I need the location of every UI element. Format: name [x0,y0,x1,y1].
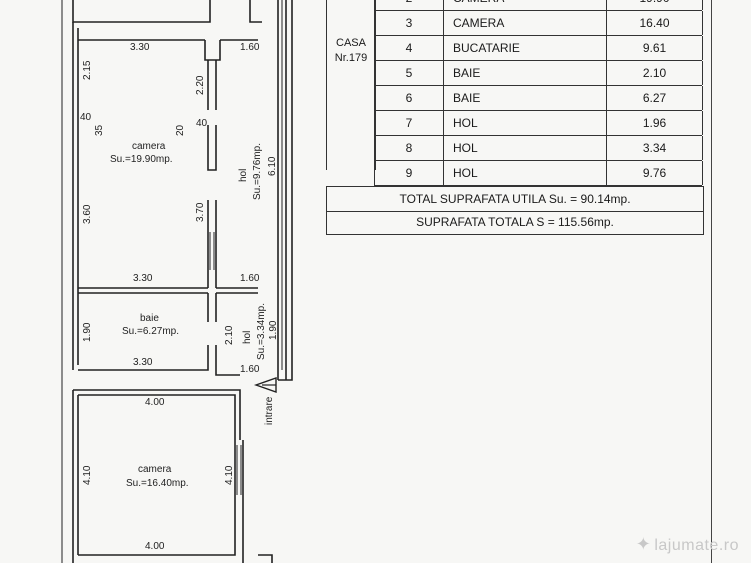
door-upper [207,60,217,110]
table-row: 4 BUCATARIE 9.61 [374,36,703,61]
wall-baie-bottom [78,345,240,376]
dim-1-90-baie: 1.90 [82,322,93,342]
dim-3-30-bottom: 3.30 [133,357,153,368]
window-camera2-glass [236,445,242,495]
row-number: 7 [374,111,444,135]
wall-hallway-right [277,0,287,380]
dim-3-30-top: 3.30 [130,42,150,53]
row-room-name: HOL [443,136,607,160]
total-area: SUPRAFATA TOTALA S = 115.56mp. [326,210,704,235]
dim-40-right: 40 [196,118,208,129]
row-number: 2 [374,0,444,10]
dim-1-60-bottom: 1.60 [240,364,260,375]
row-room-area: 16.40 [607,11,703,35]
row-room-name: CAMERA [443,0,607,10]
row-room-area: 9.61 [607,36,703,60]
row-room-name: CAMERA [443,11,607,35]
dim-2-15: 2.15 [82,60,93,80]
wall-camera-right [207,200,217,288]
dim-3-30-mid: 3.30 [133,273,153,284]
casa-number: Nr.179 [334,52,368,64]
row-number: 4 [374,36,444,60]
casa-cell: CASA Nr.179 [326,0,376,170]
table-row: 9 HOL 9.76 [374,161,703,186]
dim-20: 20 [175,124,186,136]
table-row: 7 HOL 1.96 [374,111,703,136]
wall-stub [204,40,221,61]
row-room-name: BAIE [443,86,607,110]
row-number: 9 [374,161,444,185]
row-number: 8 [374,136,444,160]
room-label-camera-2: camera [138,464,172,475]
room-label-camera-1: camera [132,141,166,152]
row-room-area: 9.76 [607,161,703,185]
dim-3-60: 3.60 [82,204,93,224]
row-room-name: HOL [443,111,607,135]
row-room-area: 2.10 [607,61,703,85]
row-number: 3 [374,11,444,35]
row-room-area: 6.27 [607,86,703,110]
wall-baie-right [207,293,217,322]
room-label-baie: baie [140,313,159,324]
dim-40-left: 40 [80,112,92,123]
table-row: 8 HOL 3.34 [374,136,703,161]
window-camera2 [234,440,244,500]
dim-2-20: 2.20 [195,75,206,95]
entrance-arrow-icon [253,377,277,393]
dim-4-00-bottom: 4.00 [145,541,165,552]
room-area-hol-2: Su.=3.34mp. [256,303,267,360]
dim-1-60-mid: 1.60 [240,273,260,284]
dim-4-10-left: 4.10 [82,465,93,485]
wall-camera2-frame [72,389,241,563]
total-useful-area: TOTAL SUPRAFATA UTILA Su. = 90.14mp. [326,186,704,212]
entrance-label: intrare [264,396,275,425]
room-area-baie: Su.=6.27mp. [122,326,179,337]
dim-3-70: 3.70 [195,202,206,222]
dim-1-60-top: 1.60 [240,42,260,53]
row-number: 6 [374,86,444,110]
wall-top-room [72,0,211,23]
watermark-text: lajumate.ro [654,537,739,554]
room-area-camera-1: Su.=19.90mp. [110,154,173,165]
wall-entrance [278,0,293,381]
window-camera [209,232,215,270]
dim-2-10: 2.10 [224,325,235,345]
wall-bottom-stub [258,554,273,563]
dim-4-10-right: 4.10 [224,465,235,485]
table-row: 6 BAIE 6.27 [374,86,703,111]
table-row: 5 BAIE 2.10 [374,61,703,86]
row-room-name: BUCATARIE [443,36,607,60]
dim-4-00-top: 4.00 [145,397,165,408]
page-border-right [711,0,712,563]
room-label-hol-2: hol [242,331,253,344]
dim-1-90-hol: 1.90 [268,320,279,340]
row-room-area: 3.34 [607,136,703,160]
row-room-name: HOL [443,161,607,185]
watermark: ✦lajumate.ro [636,534,739,555]
wall-camera2-inner [77,394,236,555]
dove-icon: ✦ [635,534,652,554]
room-area-camera-2: Su.=16.40mp. [126,478,189,489]
row-number: 5 [374,61,444,85]
row-room-area: 1.96 [607,111,703,135]
room-label-hol-1: hol [238,169,249,182]
wall-mid [207,125,217,171]
wall-camera2-bottom [78,500,244,563]
wall-top-right [249,0,262,23]
dim-35: 35 [94,124,105,136]
row-room-area: 19.90 [607,0,703,10]
table-row: 2 CAMERA 19.90 [374,0,703,11]
room-area-hol-1: Su.=9.76mp. [252,143,263,200]
casa-label: CASA [336,37,366,49]
table-row: 3 CAMERA 16.40 [374,11,703,36]
dim-6-10: 6.10 [267,156,278,176]
row-room-name: BAIE [443,61,607,85]
